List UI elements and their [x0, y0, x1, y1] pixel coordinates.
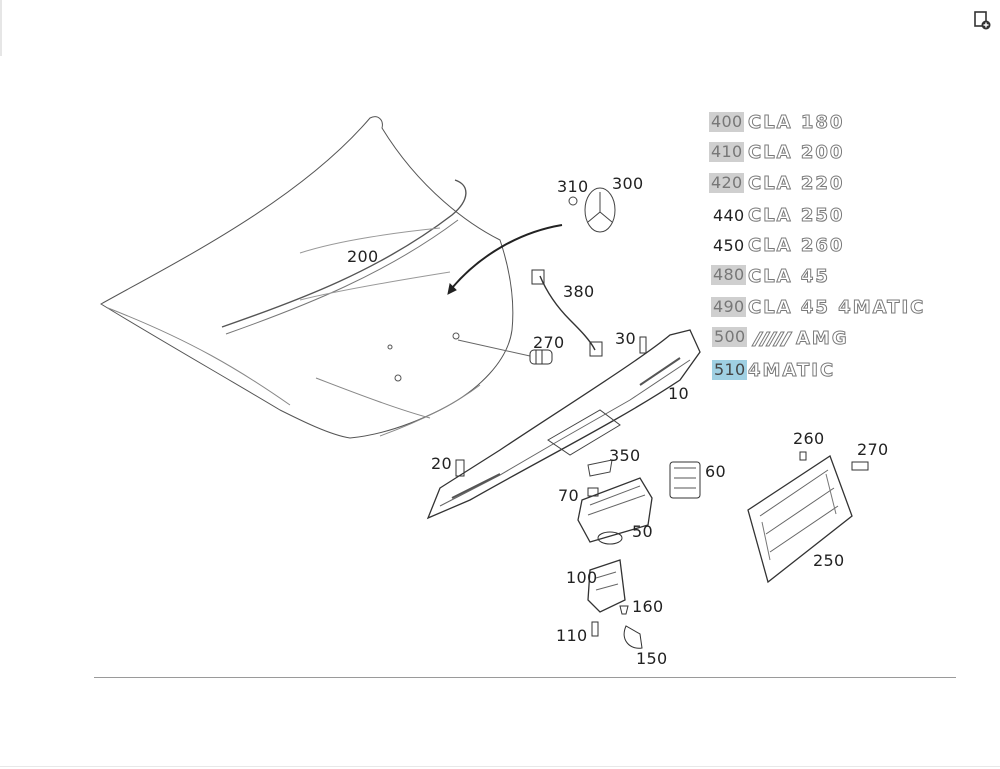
- callout-110[interactable]: 110: [556, 626, 588, 645]
- callout-160[interactable]: 160: [632, 597, 664, 616]
- callout-30[interactable]: 30: [615, 329, 636, 348]
- callout-270-right[interactable]: 270: [857, 440, 889, 459]
- badge-amg: AMG: [796, 328, 849, 349]
- license-plate-holder: [747, 455, 853, 584]
- switch-60: [669, 461, 701, 499]
- camera-cable: [531, 269, 603, 357]
- page-add-icon: [974, 11, 991, 30]
- callout-260[interactable]: 260: [793, 429, 825, 448]
- callout-410[interactable]: 410: [709, 142, 745, 162]
- callout-70[interactable]: 70: [558, 486, 579, 505]
- callout-400[interactable]: 400: [709, 112, 745, 132]
- callout-490[interactable]: 490: [711, 297, 747, 317]
- badge-4matic: 4MATIC: [747, 360, 836, 381]
- badge-cla-200: CLA 200: [747, 142, 845, 163]
- amg-stripes-logo: [751, 331, 793, 347]
- callout-200[interactable]: 200: [347, 247, 379, 266]
- camera-module: [577, 477, 653, 545]
- callout-450[interactable]: 450: [713, 236, 745, 255]
- callout-480[interactable]: 480: [711, 265, 747, 285]
- callout-420[interactable]: 420: [709, 173, 745, 193]
- callout-310[interactable]: 310: [557, 177, 589, 196]
- fastener-270: [529, 349, 553, 365]
- handle-strip: [426, 329, 701, 520]
- callout-510[interactable]: 510: [712, 360, 748, 380]
- callout-60[interactable]: 60: [705, 462, 726, 481]
- callout-380[interactable]: 380: [563, 282, 595, 301]
- callout-150[interactable]: 150: [636, 649, 668, 668]
- callout-270-left[interactable]: 270: [533, 333, 565, 352]
- lock-100: [587, 559, 626, 613]
- badge-cla-220: CLA 220: [747, 173, 845, 194]
- badge-cla-260: CLA 260: [747, 235, 845, 256]
- left-panel-edge: [0, 0, 2, 56]
- diagram-bottom-rule: [94, 677, 956, 678]
- callout-20[interactable]: 20: [431, 454, 452, 473]
- badge-cla-45-4matic: CLA 45 4MATIC: [747, 297, 926, 318]
- add-to-list-button[interactable]: [971, 9, 993, 31]
- star-emblem: [568, 187, 616, 233]
- callout-10[interactable]: 10: [668, 384, 689, 403]
- callout-250[interactable]: 250: [813, 551, 845, 570]
- callout-350[interactable]: 350: [609, 446, 641, 465]
- badge-cla-250: CLA 250: [747, 205, 845, 226]
- callout-50[interactable]: 50: [632, 522, 653, 541]
- trunk-lid: [100, 116, 514, 439]
- callout-440[interactable]: 440: [713, 206, 745, 225]
- callout-100[interactable]: 100: [566, 568, 598, 587]
- callout-500[interactable]: 500: [712, 327, 748, 347]
- badge-cla-45: CLA 45: [748, 266, 830, 287]
- footer-divider: [0, 766, 1000, 767]
- callout-300[interactable]: 300: [612, 174, 644, 193]
- badge-cla-180: CLA 180: [747, 112, 845, 133]
